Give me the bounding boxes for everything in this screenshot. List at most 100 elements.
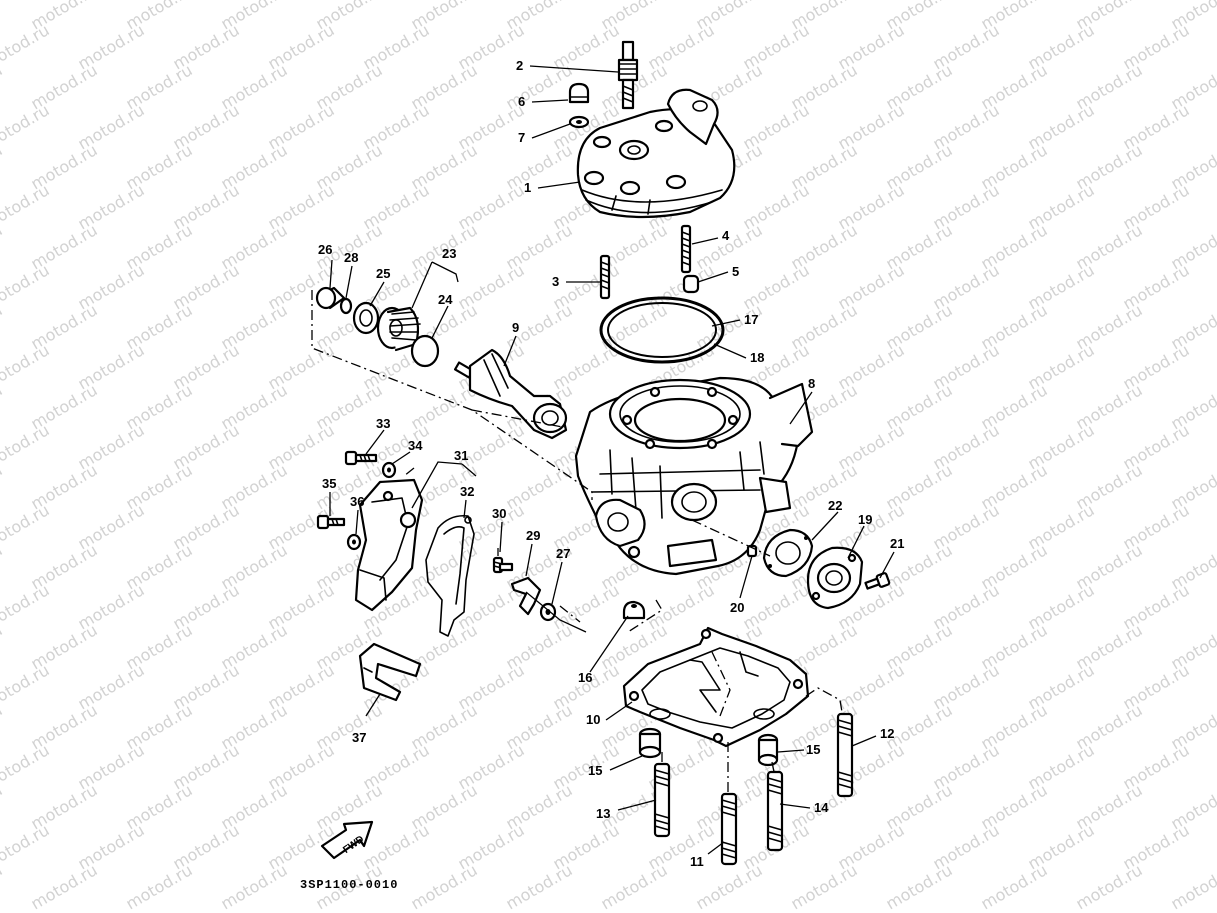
water-pump-cover: [354, 478, 424, 612]
label-part-1: 1: [524, 180, 531, 195]
watermark-text: motod.ru: [0, 420, 53, 473]
washer-34: [381, 461, 397, 479]
watermark-text: motod.ru: [0, 140, 6, 193]
base-gasket: [622, 626, 810, 748]
nut-16: [622, 600, 646, 620]
diagram-code: 3SP1100-0010: [300, 878, 398, 892]
stud-bolt-3: [599, 254, 611, 300]
head-gasket-rings: [599, 296, 725, 364]
bolt-21: [864, 572, 891, 590]
label-part-7: 7: [518, 130, 525, 145]
cylinder: [574, 376, 814, 576]
label-part-19: 19: [858, 512, 872, 527]
label-part-37: 37: [352, 730, 366, 745]
label-part-25: 25: [376, 266, 390, 281]
label-part-9: 9: [512, 320, 519, 335]
part-numbers: 2 6 7 1 3 4 5 17 18 8 9 26 28 25 23 24 3…: [318, 58, 904, 869]
label-part-34: 34: [408, 438, 423, 453]
label-part-16: 16: [578, 670, 592, 685]
watermark-text: motod.ru: [0, 260, 53, 313]
dowel-15-left: [638, 727, 662, 759]
label-part-11: 11: [690, 854, 704, 869]
watermark-text: motod.ru: [0, 100, 53, 153]
gasket-22: [762, 528, 814, 578]
o-ring-24: [410, 334, 440, 368]
label-part-23: 23: [442, 246, 456, 261]
watermark-text: motod.ru: [0, 820, 53, 873]
bolt-30: [492, 556, 514, 574]
label-part-20: 20: [730, 600, 744, 615]
washer-36: [346, 533, 362, 551]
watermark-text: motod.ru: [408, 860, 481, 913]
impeller-23: [376, 306, 421, 352]
watermark-text: motod.ru: [218, 860, 291, 913]
label-part-28: 28: [344, 250, 358, 265]
watermark-text: motod.ru: [0, 740, 53, 793]
watermark-text: motod.ru: [978, 860, 1051, 913]
stud-bolt-13: [653, 762, 671, 838]
spark-plug: [617, 40, 639, 110]
watermark-text: motod.ru: [0, 860, 6, 913]
watermark-text: motod.ru: [0, 660, 53, 713]
label-part-22: 22: [828, 498, 842, 513]
leader-lines: [329, 65, 895, 855]
washer: [568, 115, 590, 129]
label-part-2: 2: [516, 58, 523, 73]
watermark-text: motod.ru: [1168, 860, 1217, 913]
watermark-text: motod.ru: [28, 860, 101, 913]
label-part-35: 35: [322, 476, 336, 491]
stud-bolt-12: [836, 712, 854, 798]
cylinder-head: [576, 88, 736, 219]
watermark-text: motod.ru: [0, 500, 53, 553]
label-part-24: 24: [438, 292, 453, 307]
watermark-text: motod.ru: [0, 380, 6, 433]
label-part-32: 32: [460, 484, 474, 499]
watermark-text: motod.ru: [0, 20, 53, 73]
bearing-25: [352, 301, 380, 335]
label-part-13: 13: [596, 806, 610, 821]
watermark-text: motod.ru: [0, 460, 6, 513]
water-pump-gasket: [425, 514, 475, 637]
watermark-text: motod.ru: [788, 860, 861, 913]
label-part-3: 3: [552, 274, 559, 289]
label-part-5: 5: [732, 264, 739, 279]
label-part-8: 8: [808, 376, 815, 391]
watermark-text: motod.ru: [0, 340, 53, 393]
watermark-text: motod.ru: [0, 580, 53, 633]
watermark-text: motod.ru: [0, 180, 53, 233]
assembly-lines: [311, 290, 843, 794]
label-part-33: 33: [376, 416, 390, 431]
watermark-text: motod.ru: [0, 700, 6, 753]
dowel-15-right: [757, 733, 779, 767]
watermark-text: motod.ru: [123, 860, 196, 913]
cover-19: [806, 546, 864, 610]
cap-nut: [568, 82, 590, 104]
label-part-21: 21: [890, 536, 904, 551]
label-part-18: 18: [750, 350, 764, 365]
watermark-text: motod.ru: [503, 860, 576, 913]
watermark-text: motod.ru: [0, 0, 6, 33]
circlip-28: [339, 297, 353, 315]
label-part-31: 31: [454, 448, 468, 463]
label-part-4: 4: [722, 228, 730, 243]
label-part-36: 36: [350, 494, 364, 509]
watermark-text: motod.ru: [0, 220, 6, 273]
watermark-text: motod.ru: [0, 620, 6, 673]
watermark-text: motod.ru: [0, 540, 6, 593]
label-part-30: 30: [492, 506, 506, 521]
label-part-15-right: 15: [806, 742, 820, 757]
label-part-27: 27: [556, 546, 570, 561]
label-part-15-left: 15: [588, 763, 602, 778]
clamp-29: [510, 576, 542, 616]
watermark-text: motod.ru: [1073, 860, 1146, 913]
watermark-text: motod.ru: [598, 860, 671, 913]
dowel-pin-5: [682, 274, 700, 294]
bolt-35: [316, 514, 346, 530]
watermark-text: motod.ru: [0, 300, 6, 353]
oil-seal-26: [315, 286, 346, 310]
label-part-6: 6: [518, 94, 525, 109]
watermark-text: motod.ru: [0, 780, 6, 833]
bolt-33: [344, 450, 378, 466]
label-part-14: 14: [814, 800, 829, 815]
